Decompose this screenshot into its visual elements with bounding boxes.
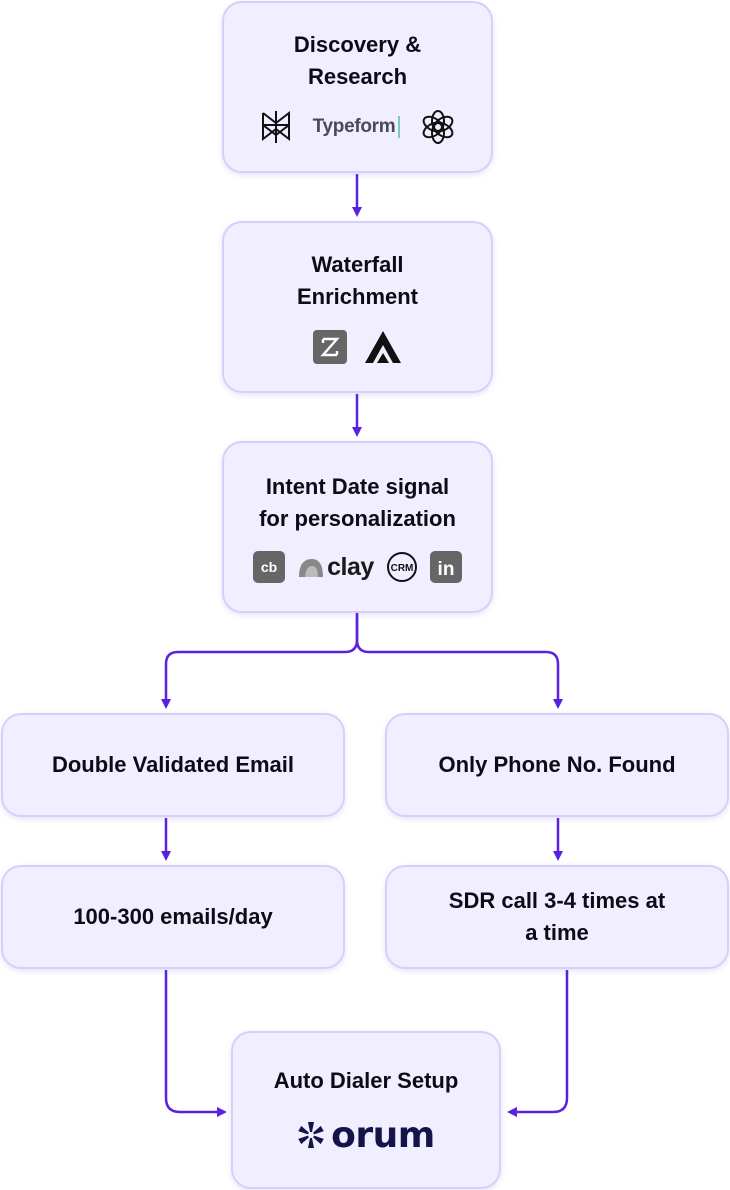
tool-logos: cb clay CRM in xyxy=(253,551,462,583)
tool-logos: orum xyxy=(297,1115,435,1156)
tool-logos: Typeform xyxy=(259,109,457,145)
crm-icon: CRM xyxy=(386,551,418,583)
node-title: Intent Date signal for personalization xyxy=(259,474,456,531)
node-auto-dialer-setup: Auto Dialer Setup orum xyxy=(231,1031,501,1189)
orum-logo: orum xyxy=(297,1115,435,1156)
arrow-intent-to-email xyxy=(161,612,359,709)
node-title: Double Validated Email xyxy=(51,752,295,777)
zoominfo-icon xyxy=(312,330,347,364)
node-waterfall-enrichment: Waterfall Enrichment xyxy=(222,221,493,393)
node-discovery-research: Discovery & Research Typeform xyxy=(222,1,493,173)
node-double-validated-email: Double Validated Email xyxy=(1,713,345,817)
node-title: Discovery & Research xyxy=(293,32,422,89)
node-title: SDR call 3-4 times at a time xyxy=(448,888,666,945)
node-only-phone-found: Only Phone No. Found xyxy=(385,713,729,817)
linkedin-icon: in xyxy=(429,551,462,583)
node-title: Only Phone No. Found xyxy=(438,752,676,777)
tool-logos xyxy=(312,329,403,365)
crunchbase-icon: cb xyxy=(253,551,286,583)
arrow-sdr-to-dialer xyxy=(507,970,569,1117)
node-sdr-call: SDR call 3-4 times at a time xyxy=(385,865,729,969)
arrow-emails-day-to-dialer xyxy=(164,970,227,1117)
typeform-logo: Typeform xyxy=(313,116,401,138)
arrow-intent-to-phone xyxy=(355,612,563,709)
node-emails-per-day: 100-300 emails/day xyxy=(1,865,345,969)
node-title: 100-300 emails/day xyxy=(73,904,273,929)
node-title: Auto Dialer Setup xyxy=(273,1067,459,1093)
svg-text:CRM: CRM xyxy=(390,563,413,574)
orum-icon xyxy=(298,1122,324,1148)
openai-icon xyxy=(420,109,456,145)
svg-text:cb: cb xyxy=(261,559,277,575)
svg-text:in: in xyxy=(437,559,454,580)
clay-icon xyxy=(299,559,324,577)
node-title: Waterfall Enrichment xyxy=(296,252,419,309)
node-intent-data-signal: Intent Date signal for personalization c… xyxy=(222,441,493,613)
apollo-icon xyxy=(363,329,403,365)
perplexity-icon xyxy=(259,109,293,145)
clay-logo: clay xyxy=(297,553,374,582)
